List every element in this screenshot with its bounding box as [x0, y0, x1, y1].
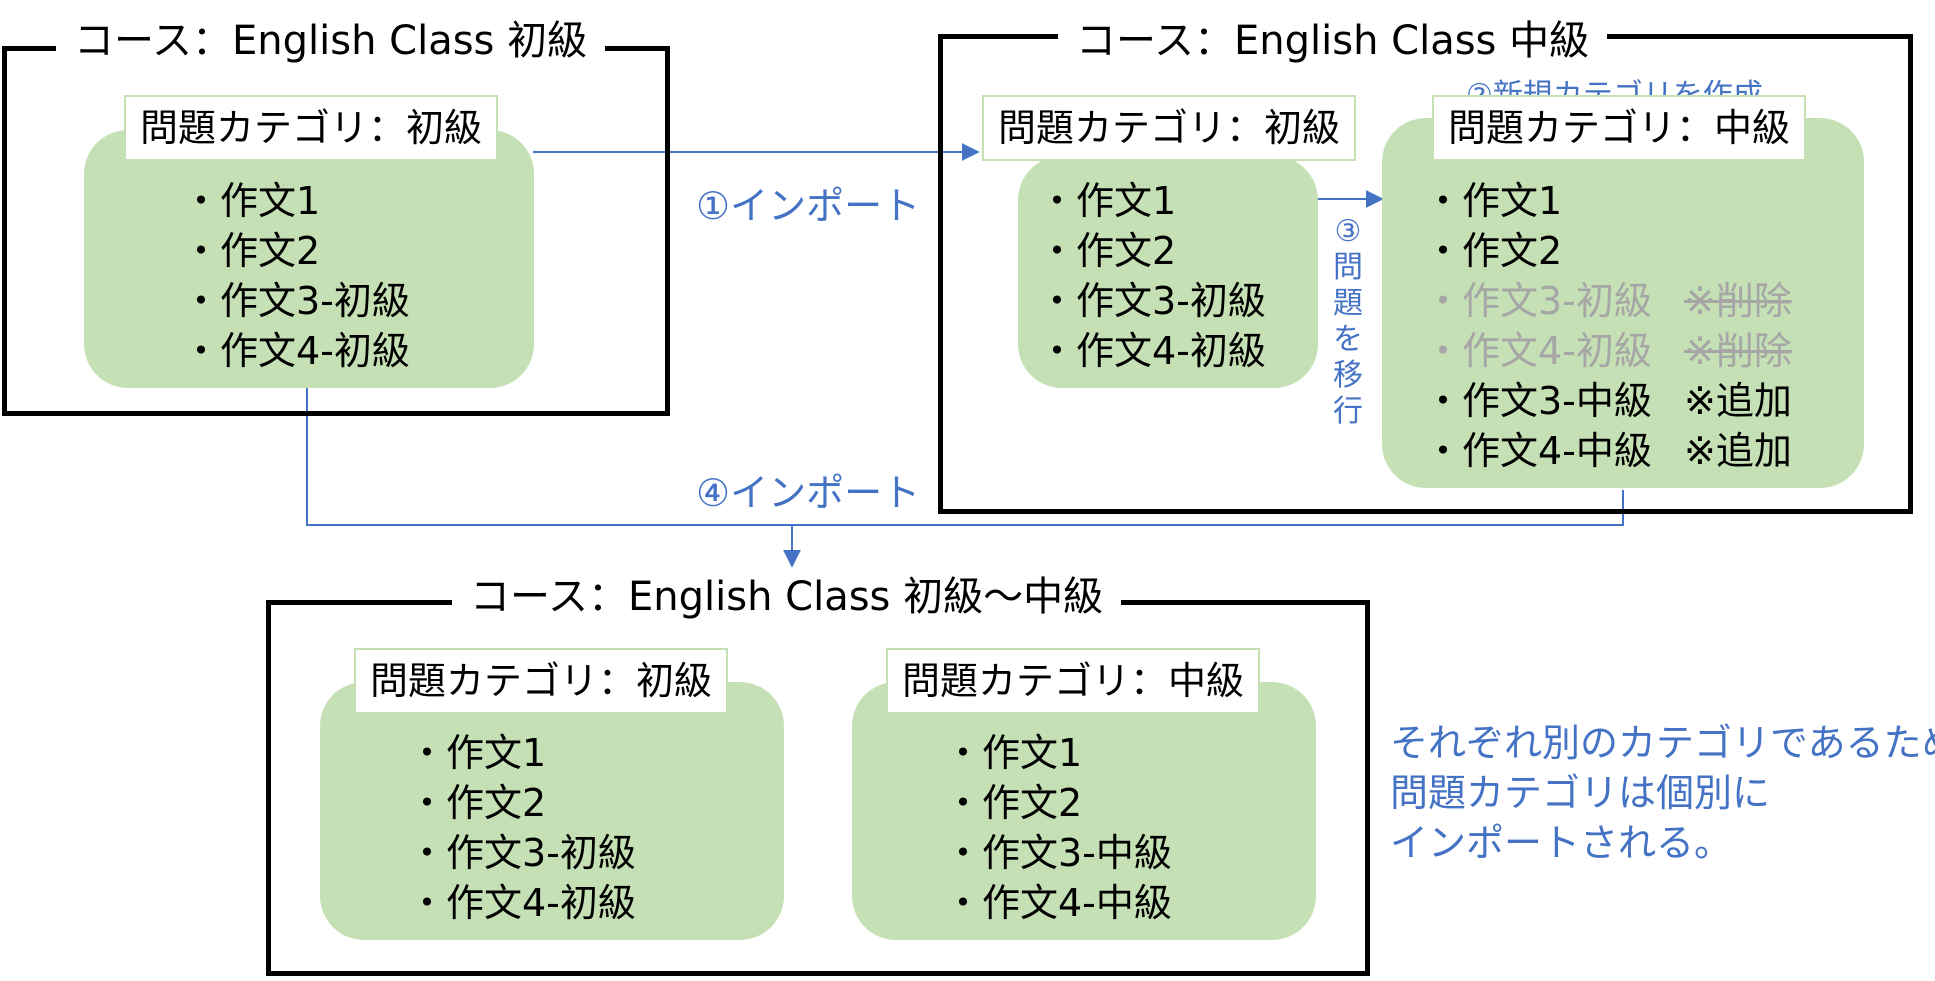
list-item-deleted: ・作文4-初級 ※削除 [1424, 326, 1792, 376]
category-label-new: 問題カテゴリ：中級 [1432, 95, 1807, 161]
category-pool-combined-intermediate [852, 682, 1316, 940]
list-item: ・作文3-中級 ※追加 [1424, 376, 1792, 426]
list-item: ・作文3-初級 [182, 279, 410, 323]
step3-label: ③ 問 題 を 移 行 [1328, 214, 1368, 430]
list-item: ・作文3-初級 [408, 831, 636, 875]
category-label-combined-intermediate: 問題カテゴリ：中級 [886, 648, 1261, 714]
category-items-imported: ・作文1 ・作文2 ・作文3-初級 ・作文4-初級 [1038, 176, 1266, 376]
list-item: ・作文2 [182, 229, 321, 273]
step3-char: 移 [1333, 358, 1363, 393]
course-intermediate-title: コース：English Class 中級 [1058, 16, 1608, 66]
course-beginner-title: コース：English Class 初級 [56, 16, 606, 66]
list-item: ・作文3-初級 [1038, 279, 1266, 323]
list-item: ・作文4-初級 [182, 329, 410, 373]
category-pool-new [1382, 118, 1864, 488]
list-item: ・作文4-初級 [1038, 329, 1266, 373]
explanation-line: インポートされる。 [1390, 821, 1733, 865]
category-pool-beginner [84, 130, 534, 388]
item-note: ※追加 [1684, 429, 1792, 473]
category-label-imported: 問題カテゴリ：初級 [982, 95, 1357, 161]
item-note: ※削除 [1684, 329, 1792, 373]
step3-char: 題 [1333, 286, 1363, 321]
category-items-new: ・作文1 ・作文2 ・作文3-初級 ※削除 ・作文4-初級 ※削除 ・作文3-中級 ※… [1424, 176, 1792, 476]
category-items-combined-intermediate: ・作文1 ・作文2 ・作文3-中級 ・作文4-中級 [944, 728, 1172, 928]
item-text: ・作文3-初級 [1424, 279, 1652, 323]
arrow-import-4 [306, 388, 1624, 526]
list-item-deleted: ・作文3-初級 ※削除 [1424, 276, 1792, 326]
list-item: ・作文2 [408, 781, 547, 825]
step3-char: を [1333, 322, 1363, 357]
explanation-line: それぞれ別のカテゴリであるため、 [1390, 721, 1935, 765]
list-item: ・作文4-中級 [944, 881, 1172, 925]
explanation-line: 問題カテゴリは個別に [1390, 771, 1771, 815]
category-pool-imported [1018, 156, 1318, 388]
list-item: ・作文1 [1424, 176, 1792, 226]
list-item: ・作文4-初級 [408, 881, 636, 925]
category-label-combined-beginner: 問題カテゴリ：初級 [354, 648, 729, 714]
category-items-beginner: ・作文1 ・作文2 ・作文3-初級 ・作文4-初級 [182, 176, 410, 376]
step1-label: ①インポート [696, 184, 921, 228]
step3-char: 行 [1333, 394, 1363, 429]
category-pool-combined-beginner [320, 682, 784, 940]
course-combined-title: コース：English Class 初級～中級 [452, 572, 1122, 622]
list-item: ・作文1 [182, 179, 321, 223]
list-item: ・作文4-中級 ※追加 [1424, 426, 1792, 476]
list-item: ・作文2 [944, 781, 1083, 825]
item-text: ・作文4-初級 [1424, 329, 1652, 373]
list-item: ・作文2 [1038, 229, 1177, 273]
item-text: ・作文4-中級 [1424, 429, 1652, 473]
item-text: ・作文3-中級 [1424, 379, 1652, 423]
explanation-text: それぞれ別のカテゴリであるため、 問題カテゴリは個別に インポートされる。 [1390, 718, 1935, 868]
item-note: ※追加 [1684, 379, 1792, 423]
list-item: ・作文1 [408, 731, 547, 775]
list-item: ・作文2 [1424, 226, 1792, 276]
list-item: ・作文1 [1038, 179, 1177, 223]
item-text: ・作文2 [1424, 229, 1563, 273]
category-items-combined-beginner: ・作文1 ・作文2 ・作文3-初級 ・作文4-初級 [408, 728, 636, 928]
list-item: ・作文1 [944, 731, 1083, 775]
list-item: ・作文3-中級 [944, 831, 1172, 875]
step4-label: ④インポート [696, 471, 921, 515]
item-note: ※削除 [1684, 279, 1792, 323]
item-text: ・作文1 [1424, 179, 1563, 223]
step3-char: 問 [1333, 250, 1363, 285]
step3-char: ③ [1334, 214, 1362, 249]
category-label-beginner: 問題カテゴリ：初級 [124, 95, 499, 161]
